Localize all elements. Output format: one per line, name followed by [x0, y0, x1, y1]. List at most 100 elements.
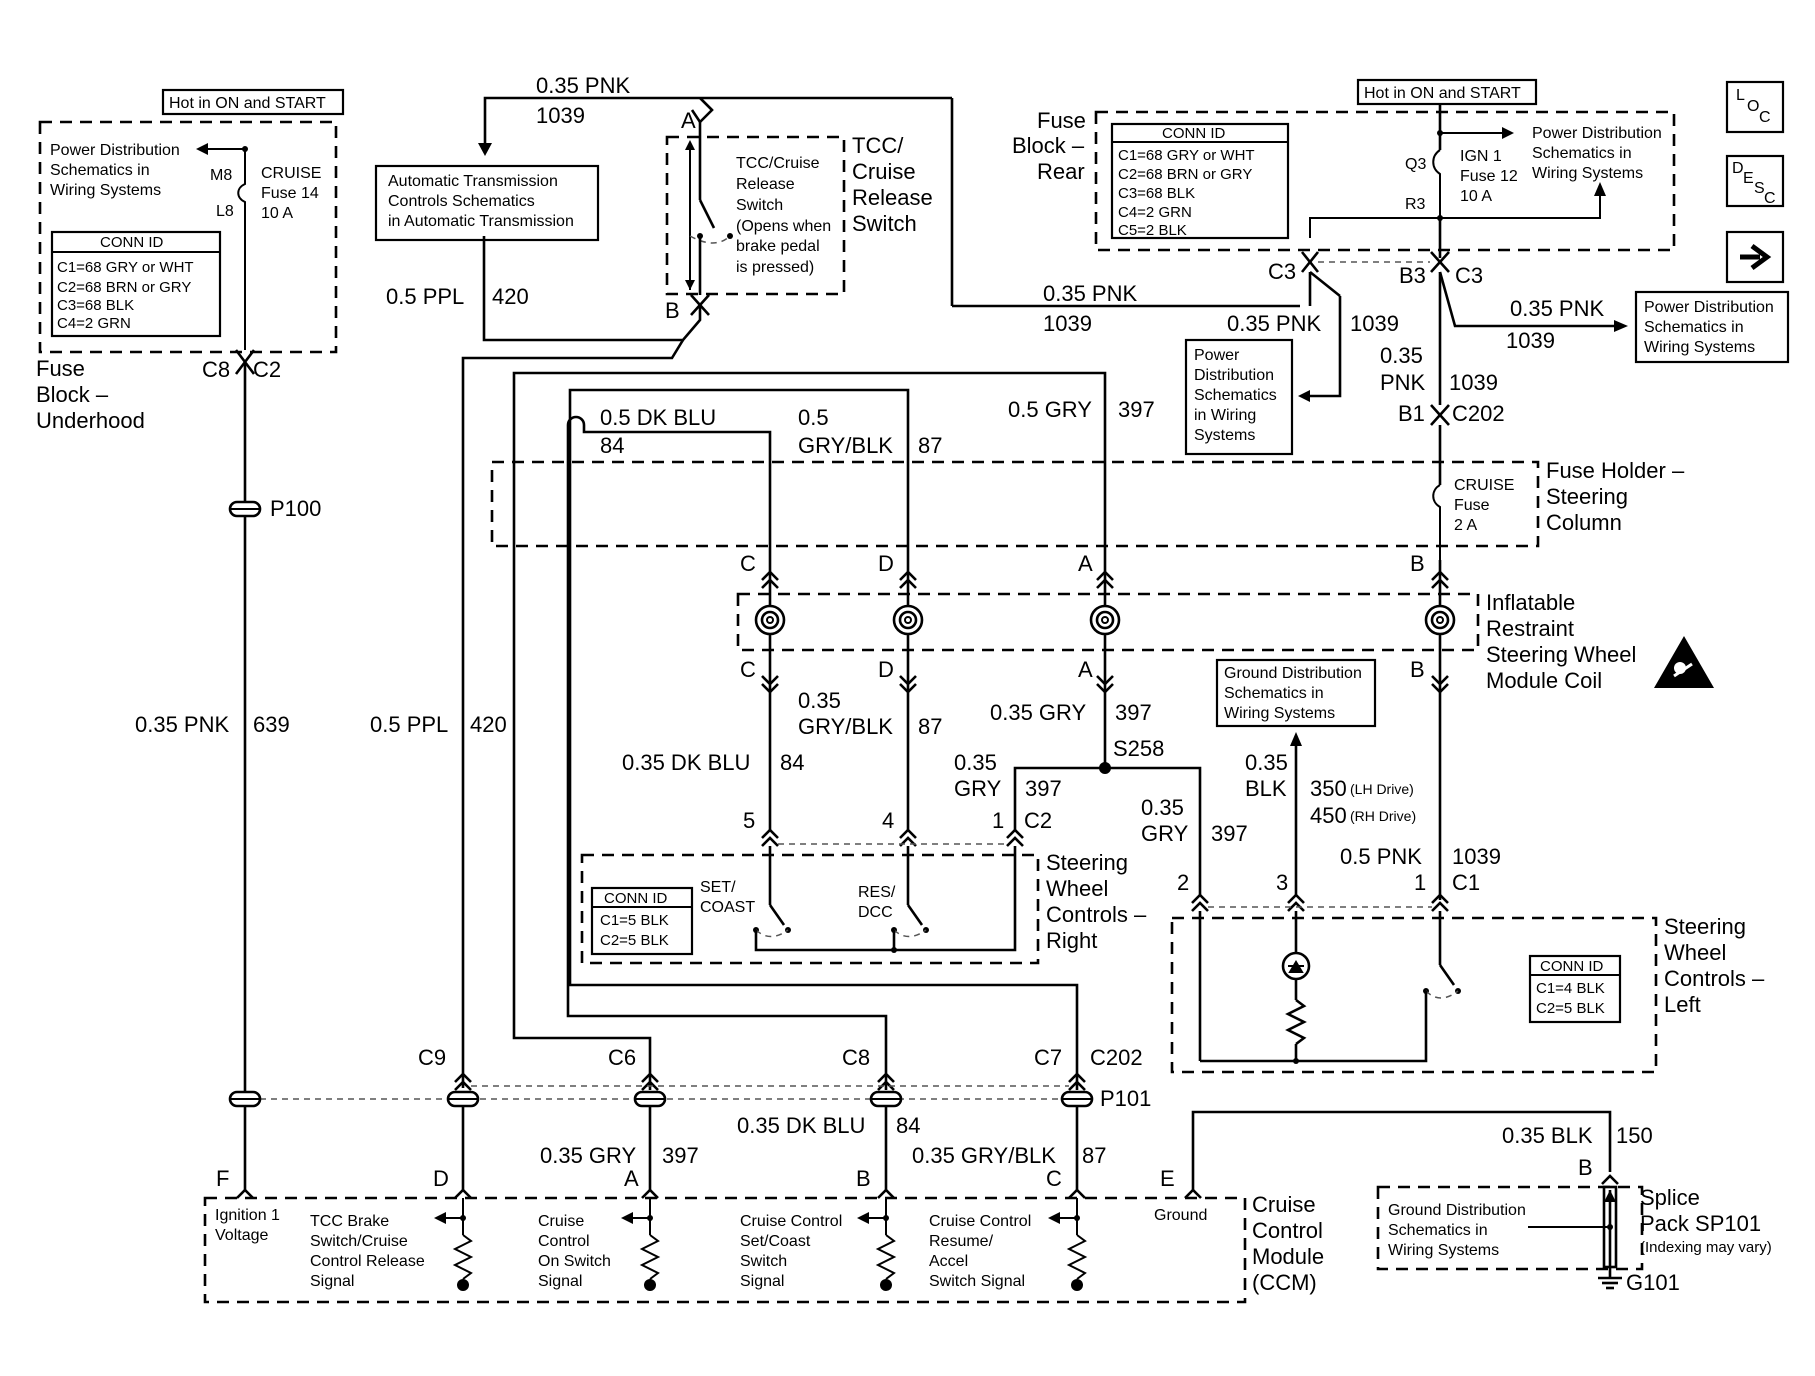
coil-spiral-icon: [754, 604, 786, 636]
swcr-conn-1: C1=5 BLK: [600, 912, 669, 929]
wire-397-c2-label-2: GRY: [954, 776, 1002, 801]
swcr-pin-4: 4: [882, 808, 894, 833]
swcl-pin-2: 2: [1177, 870, 1189, 895]
power-dist-underhood-1: Power Distribution: [50, 142, 180, 159]
conn-id-underhood-1: C1=68 GRY or WHT: [57, 259, 194, 276]
g101: G101: [1626, 1270, 1680, 1295]
wire-397-top-num: 397: [1118, 397, 1155, 422]
wire-84-mid-num: 84: [780, 750, 804, 775]
swcr-name-3: Controls –: [1046, 902, 1147, 927]
splice-ground-dist-3: Wiring Systems: [1388, 1242, 1499, 1259]
power-dist-rear-2: Schematics in: [1532, 145, 1632, 162]
swcr-name-4: Right: [1046, 928, 1097, 953]
conn-id-underhood-2: C2=68 BRN or GRY: [57, 279, 191, 296]
coil-name-4: Module Coil: [1486, 668, 1602, 693]
ccm-set-1: Cruise Control: [740, 1213, 842, 1230]
power-dist-mid-4: in Wiring: [1194, 407, 1256, 424]
svg-text:C: C: [1759, 109, 1771, 126]
wire-1039-c1-label: 0.5 PNK: [1340, 844, 1422, 869]
fuse-block-underhood-name-2: Block –: [36, 382, 109, 407]
wire-397-left-label-1: 0.35: [1141, 795, 1184, 820]
arrow-right-icon: [1614, 320, 1628, 332]
svg-text:O: O: [1747, 98, 1759, 115]
fuse-12-line-1: IGN 1: [1460, 148, 1502, 165]
wire-150-label: 0.35 BLK: [1502, 1123, 1593, 1148]
splice-note: (Indexing may vary): [1640, 1239, 1772, 1256]
fuse-holder-line-1: CRUISE: [1454, 477, 1514, 494]
ground-icon: [644, 1279, 656, 1291]
wire-84-top-label: 0.5 DK BLU: [600, 405, 716, 430]
coil-spiral-icon: [1424, 604, 1456, 636]
swcl-name-2: Wheel: [1664, 940, 1726, 965]
coil-name-2: Restraint: [1486, 616, 1574, 641]
ccm-on-3: On Switch: [538, 1253, 611, 1270]
svg-text:C: C: [1764, 190, 1776, 207]
wire-397-top-label: 0.5 GRY: [1008, 397, 1092, 422]
conn-id-title-rear: CONN ID: [1162, 125, 1226, 142]
desc-icon[interactable]: [1725, 154, 1785, 208]
loc-icon[interactable]: [1725, 80, 1785, 134]
coil-name-3: Steering Wheel: [1486, 642, 1636, 667]
ccm-set-4: Signal: [740, 1273, 784, 1290]
connector-p100: P100: [228, 496, 321, 521]
splice-pack-sp101: B Ground Distribution Schematics in Wiri…: [1376, 1155, 1772, 1295]
power-dist-right-1: Power Distribution: [1644, 299, 1774, 316]
coil-spiral-icon: [892, 604, 924, 636]
arrow-right-icon: [1502, 127, 1514, 139]
ccm-name-2: Control: [1252, 1218, 1323, 1243]
swcr-conn-title: CONN ID: [604, 890, 668, 907]
fuse-block-rear: Fuse Block – Rear Hot in ON and START CO…: [1012, 78, 1676, 306]
c7: C7: [1034, 1045, 1062, 1070]
splice-ground-dist-2: Schematics in: [1388, 1222, 1488, 1239]
atc-box-1: Automatic Transmission: [388, 173, 558, 190]
ccm-set-3: Switch: [740, 1253, 787, 1270]
swcr-pin-5: 5: [743, 808, 755, 833]
wire-397-left-num: 397: [1211, 821, 1248, 846]
tcc-release-switch: 0.35 PNK 1039 Automatic Transmission Con…: [374, 73, 1300, 342]
tcc-inner-3: Switch: [736, 197, 783, 214]
c8-lower: C8: [842, 1045, 870, 1070]
ccm-res-3: Accel: [929, 1253, 968, 1270]
ccm-on-1: Cruise: [538, 1213, 584, 1230]
ground-dist-mid-1: Ground Distribution: [1224, 665, 1362, 682]
coil-pin-c-bot: C: [740, 657, 756, 682]
next-arrow-icon[interactable]: [1725, 230, 1785, 284]
ccm-ign-1: Ignition 1: [215, 1207, 280, 1224]
c9: C9: [418, 1045, 446, 1070]
wire-84-bot-label: 0.35 DK BLU: [737, 1113, 865, 1138]
swcl-pin-1: 1: [1414, 870, 1426, 895]
hot-label-underhood: Hot in ON and START: [169, 95, 326, 112]
steering-wheel-controls-right: 5 4 1 C2 CONN ID C1=5 BLK C2=5 BLK SET/ …: [580, 808, 1147, 965]
c3-right: C3: [1455, 263, 1483, 288]
ccm-tcc-2: Switch/Cruise: [310, 1233, 408, 1250]
wire-87-mid-label-1: 0.35: [798, 688, 841, 713]
wire-blk-label-2: BLK: [1245, 776, 1287, 801]
wire-87-top-num: 87: [918, 433, 942, 458]
swcl-name-3: Controls –: [1664, 966, 1765, 991]
wire-397-bot-label: 0.35 GRY: [540, 1143, 637, 1168]
swcl-c1: C1: [1452, 870, 1480, 895]
power-dist-mid-5: Systems: [1194, 427, 1255, 444]
tcc-name-4: Switch: [852, 211, 917, 236]
power-dist-right-3: Wiring Systems: [1644, 339, 1755, 356]
tcc-name-2: Cruise: [852, 159, 916, 184]
fuse-rear-name-3: Rear: [1037, 159, 1085, 184]
fuse-14-line-1: CRUISE: [261, 165, 321, 182]
fuse-block-underhood-name-1: Fuse: [36, 356, 85, 381]
ground-icon: [1598, 1276, 1622, 1290]
power-dist-underhood-2: Schematics in: [50, 162, 150, 179]
wire-1039-b1-num: 1039: [1449, 370, 1498, 395]
wire-1039-mid-num: 1039: [1043, 311, 1092, 336]
arrow-down-icon: [478, 143, 492, 156]
tcc-wire-top-num: 1039: [536, 103, 585, 128]
fuse-holder-line-2: Fuse: [1454, 497, 1490, 514]
nav-icons[interactable]: L O C D E S C: [1725, 80, 1785, 284]
wire-84-mid-label: 0.35 DK BLU: [622, 750, 750, 775]
ccm-pin-b: B: [856, 1166, 871, 1191]
conn-id-title-underhood: CONN ID: [100, 234, 164, 251]
coil-spiral-icon: [1089, 604, 1121, 636]
wire-350: 350: [1310, 776, 1347, 801]
wire-150-num: 150: [1616, 1123, 1653, 1148]
svg-text:D: D: [1732, 160, 1744, 177]
swcr-pin-1: 1: [992, 808, 1004, 833]
